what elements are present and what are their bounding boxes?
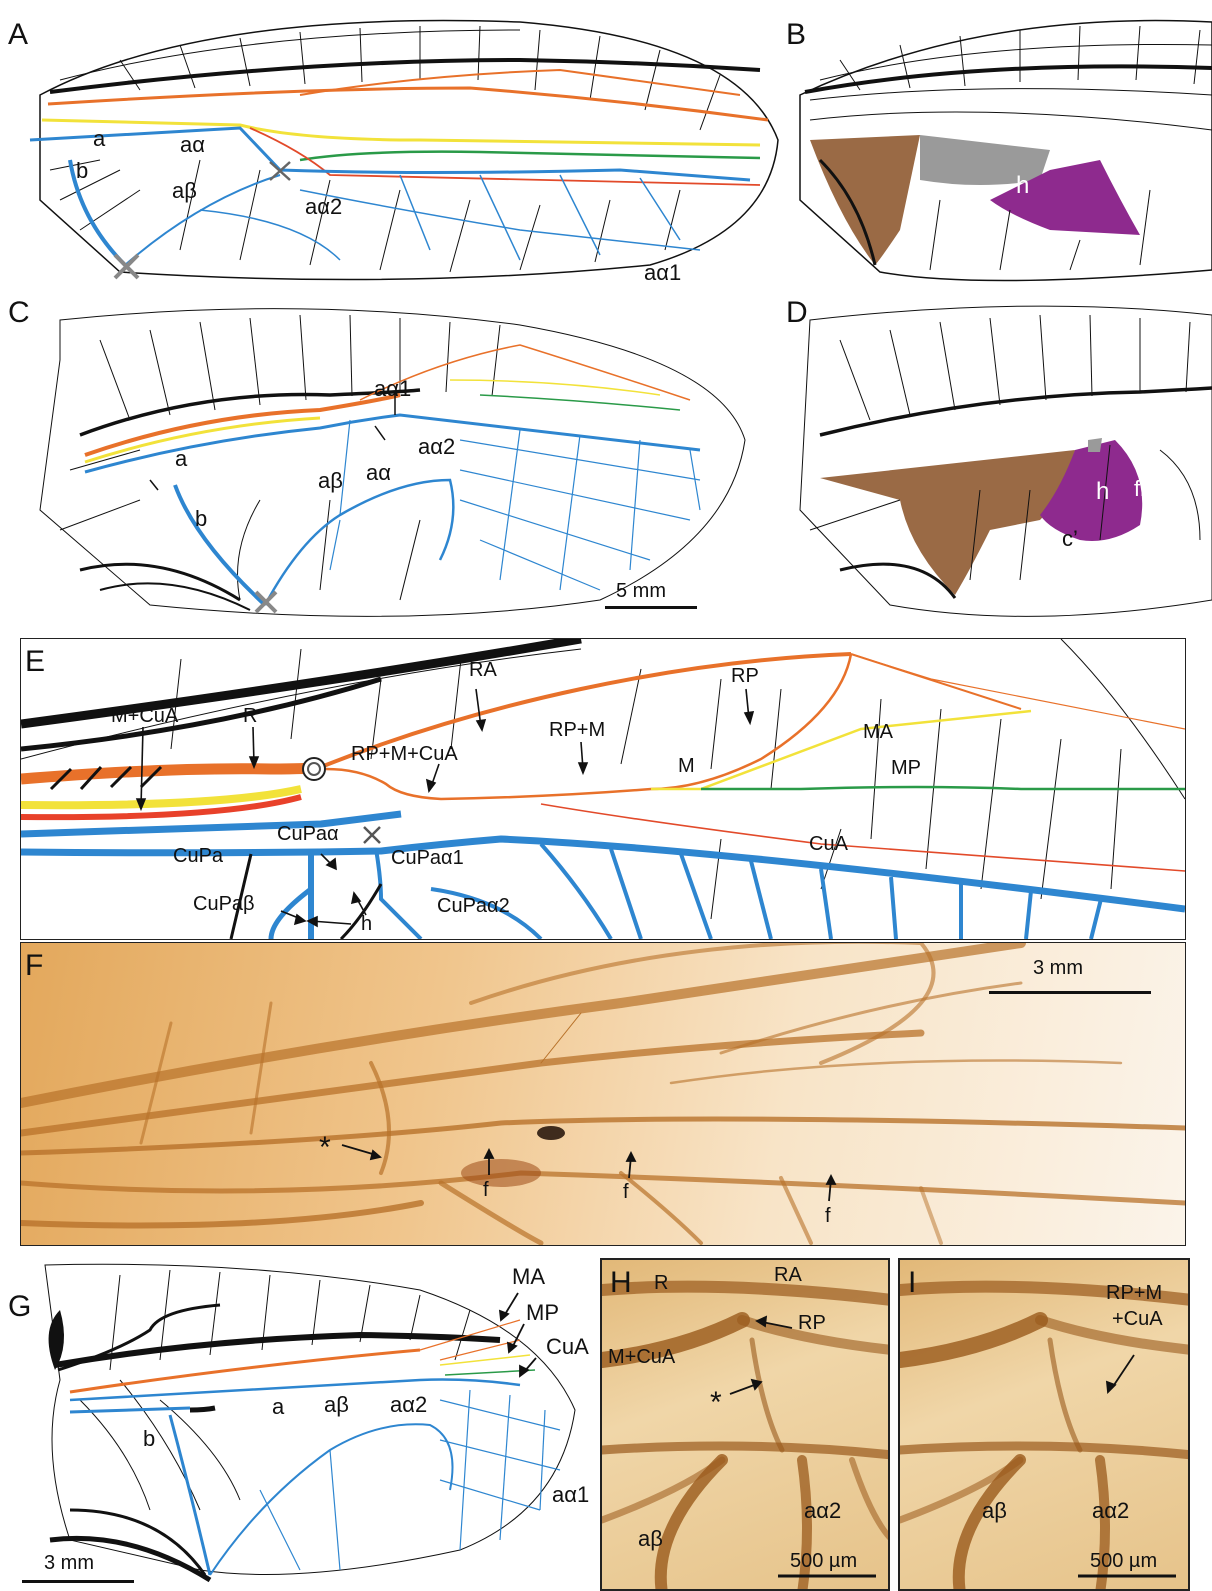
vein-label-abeta: aβ: [324, 1392, 349, 1417]
vein-label-MP: MP: [891, 757, 921, 779]
vein-label-RP-M: RP+M: [549, 719, 606, 741]
panel-f-label: F: [25, 949, 44, 982]
vein-label-CuA: CuA: [546, 1334, 589, 1359]
panel-h-photo: H R RA RP M+CuA * aα2 aβ 500 µm: [600, 1258, 890, 1591]
panel-c: C aα1 a aβ aα aα2 b 5 mm: [0, 300, 780, 630]
vein-label-R: R: [243, 705, 258, 727]
vein-label-CuA: CuA: [809, 833, 848, 855]
scale-label: 500 µm: [790, 1550, 858, 1572]
scale-label: 3 mm: [1033, 957, 1083, 979]
vein-label-RP: RP: [798, 1312, 826, 1334]
vein-label-a: a: [272, 1394, 285, 1419]
vein-label-CuPa: CuPa: [173, 845, 224, 867]
vein-label-a: a: [175, 446, 188, 471]
vein-label-aalpha1: aα1: [644, 260, 682, 285]
scale-bar: [989, 991, 1151, 994]
vein-label-RA: RA: [774, 1264, 802, 1286]
panel-c-label: C: [8, 300, 30, 329]
panel-h-label: H: [610, 1266, 632, 1299]
panel-f-vein-photo: [21, 943, 1185, 1245]
panel-d: D h fi c c’: [780, 300, 1212, 630]
vein-label-abeta: aβ: [172, 178, 197, 203]
panel-c-wing-drawing: [39, 308, 746, 617]
scale-label: 500 µm: [1090, 1550, 1158, 1572]
vein-label-aalpha1: aα1: [374, 376, 412, 401]
panel-h-vein-photo: [602, 1280, 888, 1589]
vein-label-abeta: aβ: [982, 1498, 1007, 1523]
panel-b-label: B: [786, 18, 807, 51]
vein-label-aalpha1: aα1: [552, 1482, 590, 1507]
vein-label-b: b: [76, 158, 89, 183]
vein-label-b: b: [195, 506, 208, 531]
vein-label-M-CuA: M+CuA: [111, 705, 179, 727]
panel-g-label: G: [8, 1290, 32, 1323]
vein-label-aalpha: aα: [366, 460, 391, 485]
panel-f-photo: F * f f f 3 mm: [20, 942, 1186, 1246]
mark-f-3: f: [825, 1205, 831, 1227]
vein-label-abeta: aβ: [318, 468, 343, 493]
panel-g: G MA MP CuA a aβ: [0, 1250, 600, 1591]
panel-i-vein-photo: [900, 1280, 1188, 1589]
mark-f-2: f: [623, 1181, 629, 1203]
vein-label-CuPa-beta: CuPaβ: [193, 893, 255, 915]
region-label-h: h: [1016, 172, 1030, 199]
scale-bar: [605, 606, 697, 609]
panel-i-photo: I RP+M +CuA aβ aα2 500 µm: [898, 1258, 1190, 1591]
vein-label-aalpha2: aα2: [390, 1392, 428, 1417]
panel-b-wing-drawing: [799, 19, 1212, 282]
vein-label-b: b: [143, 1426, 156, 1451]
vein-label-M-CuA: M+CuA: [608, 1346, 676, 1368]
vein-label-aalpha2: aα2: [804, 1498, 842, 1523]
panel-b: B h: [780, 0, 1212, 300]
vein-label-CuPa-alpha: CuPaα: [277, 823, 339, 845]
region-label-h: h: [1096, 478, 1110, 505]
scale-bar: [22, 1580, 134, 1583]
panel-g-wing-drawing: [44, 1263, 576, 1583]
panel-a-label: A: [8, 18, 29, 51]
vein-label-RP-M: RP+M: [1106, 1282, 1163, 1304]
mark-f-1: f: [483, 1179, 489, 1201]
region-label-c: c: [1006, 522, 1017, 547]
vein-label-RA: RA: [469, 659, 497, 681]
panel-a-wing-drawing: [29, 19, 779, 281]
panel-a: A a aα b aβ aα2 aα1: [0, 0, 780, 300]
vein-label-aalpha: aα: [180, 132, 205, 157]
vein-label-R: R: [654, 1272, 669, 1294]
vein-label-MA: MA: [512, 1264, 545, 1289]
panel-e: E: [20, 638, 1186, 940]
vein-label-h: h: [361, 913, 373, 935]
region-label-c-prime: c’: [1062, 526, 1078, 551]
vein-label-CuPa-alpha2: CuPaα2: [437, 895, 510, 917]
panel-i-label: I: [908, 1266, 917, 1299]
vein-label-CuPa-alpha1: CuPaα1: [391, 847, 464, 869]
scale-label: 5 mm: [616, 580, 666, 602]
asterisk-mark: *: [710, 1386, 722, 1419]
panel-d-label: D: [786, 300, 808, 329]
panel-e-wing-drawing: [21, 639, 1185, 939]
vein-label-CuA: +CuA: [1112, 1308, 1163, 1330]
vein-label-a: a: [93, 126, 106, 151]
panel-d-wing-drawing: [799, 305, 1212, 617]
vein-label-RP-M-CuA: RP+M+CuA: [351, 743, 458, 765]
scale-label: 3 mm: [44, 1552, 94, 1574]
region-label-fi: fi: [1134, 476, 1145, 501]
vein-label-M: M: [678, 755, 695, 777]
vein-label-aalpha2: aα2: [418, 434, 456, 459]
vein-label-MA: MA: [863, 721, 893, 743]
vein-label-aalpha2: aα2: [305, 194, 343, 219]
vein-label-abeta: aβ: [638, 1526, 663, 1551]
vein-label-RP: RP: [731, 665, 759, 687]
vein-label-aalpha2: aα2: [1092, 1498, 1130, 1523]
panel-e-label: E: [25, 645, 46, 678]
asterisk-mark: *: [319, 1131, 331, 1164]
vein-label-MP: MP: [526, 1300, 559, 1325]
